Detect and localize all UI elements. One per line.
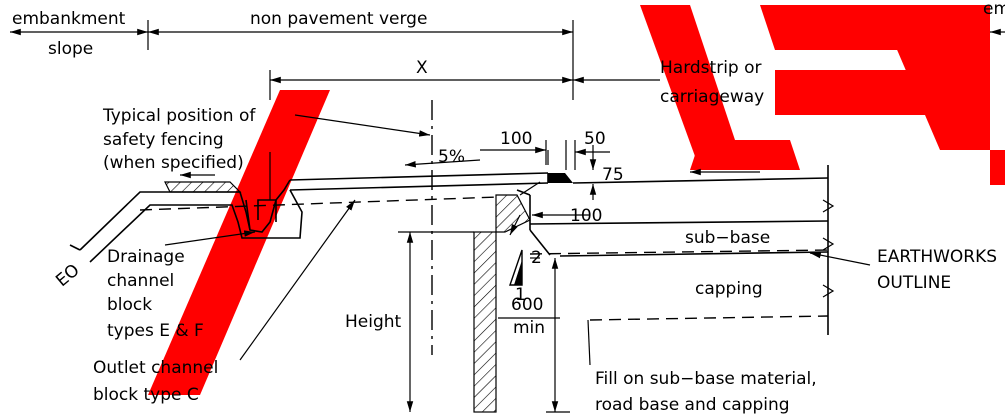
label-100-side: 100: [570, 206, 602, 226]
label-height: Height: [345, 312, 402, 332]
label-types: types E & F: [107, 321, 204, 341]
label-x: X: [416, 58, 428, 78]
label-fence-3: (when specified): [103, 153, 244, 173]
outlet-wall: [473, 231, 497, 413]
label-percent: 5%: [438, 147, 465, 167]
drainage-channel: [69, 179, 499, 263]
label-outline: OUTLINE: [877, 273, 951, 293]
label-block: block: [107, 295, 152, 315]
label-outlet-2: block type C: [93, 385, 199, 405]
label-drainage: Drainage: [107, 247, 185, 267]
height-dimension: [398, 231, 570, 413]
label-ratio-1: 1: [515, 285, 526, 305]
label-outlet-1: Outlet channel: [93, 358, 218, 378]
label-eo: EO: [52, 260, 83, 291]
label-channel: channel: [107, 271, 174, 291]
label-fill-2: road base and capping: [595, 395, 790, 415]
label-hardstrip: Hardstrip or: [660, 58, 762, 78]
label-embankment: embankment: [12, 9, 126, 29]
label-ratio-2: 2: [531, 248, 542, 268]
watermark: [148, 5, 1005, 395]
leader-lines: [164, 114, 871, 366]
label-min: min: [513, 318, 545, 338]
label-carriageway: carriageway: [660, 87, 764, 107]
label-100-top: 100: [500, 129, 532, 149]
label-600: 600: [511, 295, 543, 315]
label-earthworks: EARTHWORKS: [877, 247, 997, 267]
label-capping: capping: [695, 279, 763, 299]
label-50: 50: [584, 129, 606, 149]
label-non-pavement-verge: non pavement verge: [250, 9, 427, 29]
pavement-layers: [289, 165, 835, 335]
slope-ratio-triangle: [509, 249, 540, 286]
label-fence-1: Typical position of: [102, 106, 256, 126]
label-75: 75: [602, 165, 624, 185]
label-fill-1: Fill on sub−base material,: [595, 369, 817, 389]
detail-dimension-arrows: [180, 145, 760, 219]
label-fence-2: safety fencing: [103, 130, 224, 150]
edge-kerb: [495, 140, 576, 233]
label-em: em: [983, 0, 1005, 19]
label-slope: slope: [48, 39, 93, 59]
label-sub-base: sub−base: [685, 228, 770, 248]
top-dimension-line: [9, 20, 1005, 100]
x-dimension-line: [269, 70, 660, 100]
